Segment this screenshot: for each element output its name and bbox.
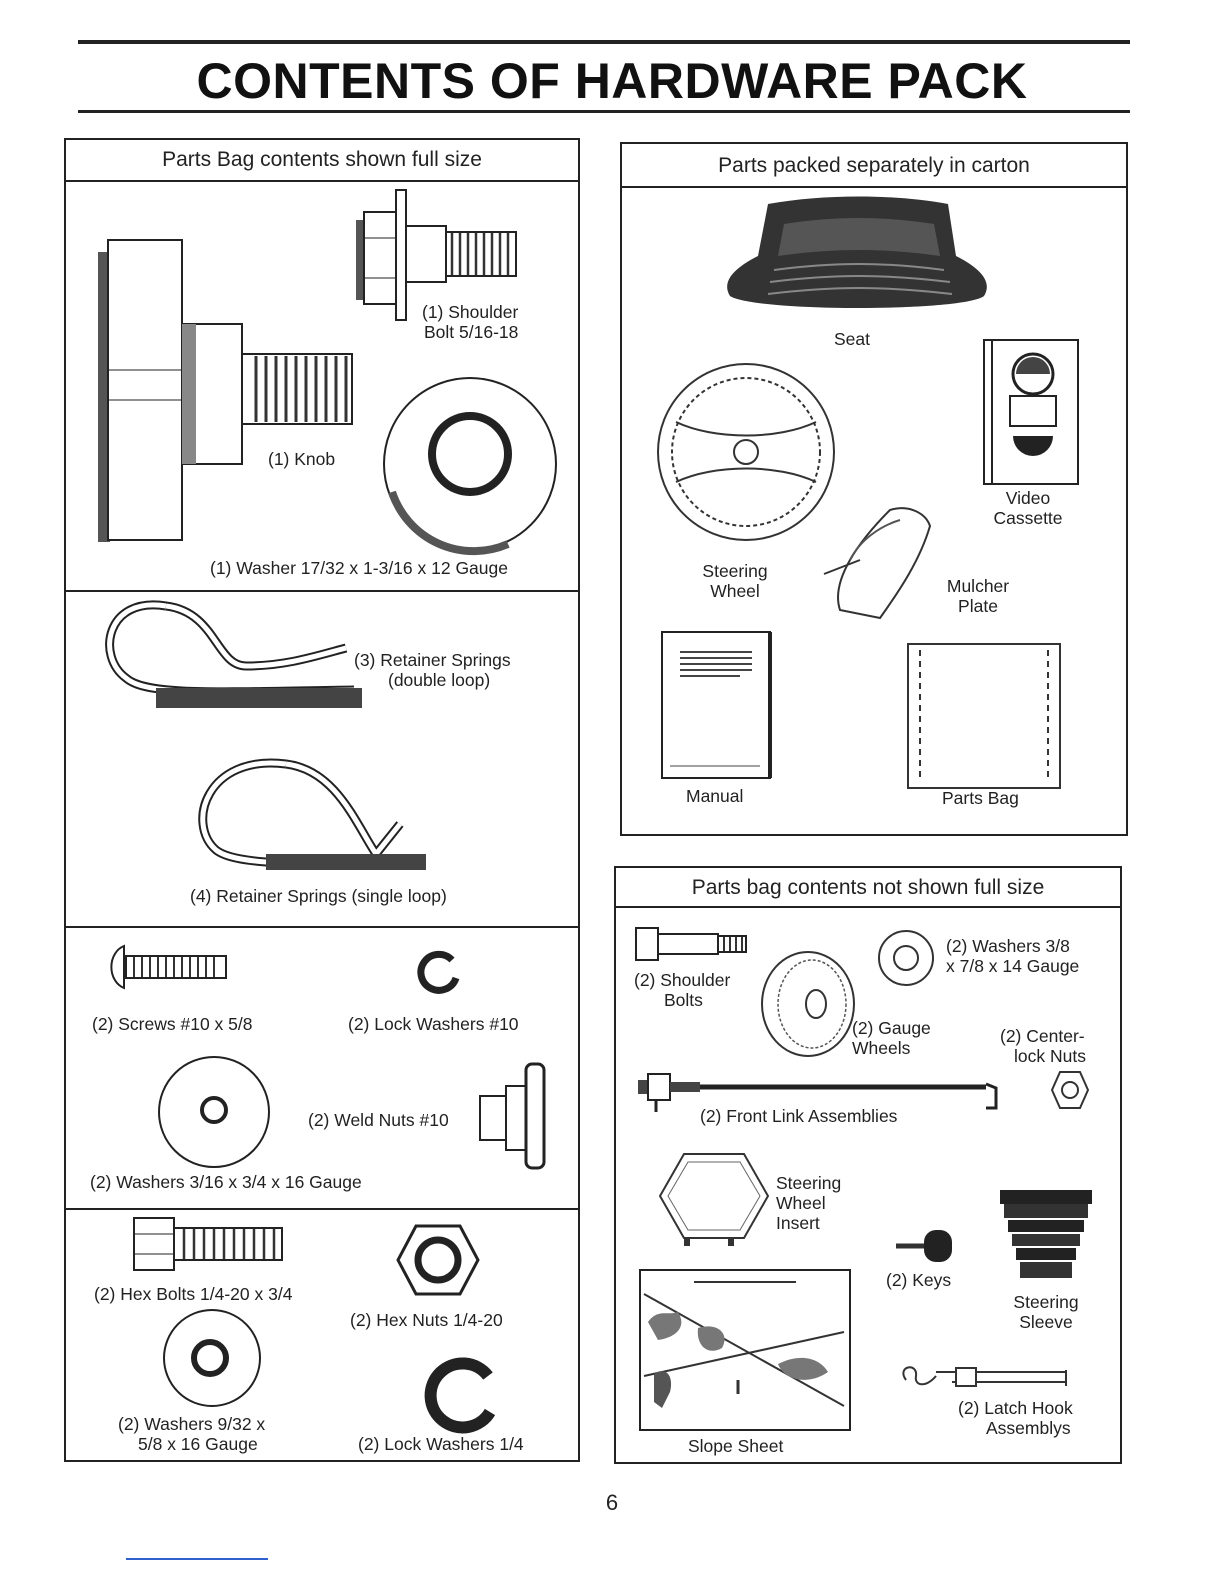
centerlock-label-2: lock Nuts bbox=[1014, 1046, 1086, 1066]
latch-hook-label-2: Assemblys bbox=[986, 1418, 1071, 1438]
shoulder-bolt-label-2: Bolt 5/16-18 bbox=[424, 322, 518, 342]
weld-nut-illustration bbox=[476, 1060, 552, 1172]
hex-nuts-label: (2) Hex Nuts 1/4-20 bbox=[350, 1310, 503, 1330]
shoulder-bolts-illustration bbox=[634, 926, 750, 962]
shoulder-bolts-label-1: (2) Shoulder bbox=[634, 970, 730, 990]
steering-wheel-label-1: Steering bbox=[690, 561, 780, 581]
title-bottom-rule bbox=[78, 110, 1130, 113]
knob-illustration bbox=[90, 230, 360, 550]
sw-insert-label-1: Steering bbox=[776, 1173, 841, 1193]
steering-sleeve-label-2: Sleeve bbox=[1000, 1312, 1092, 1332]
shoulder-bolts-label-2: Bolts bbox=[664, 990, 703, 1010]
slope-sheet-label: Slope Sheet bbox=[688, 1436, 783, 1456]
parts-bag-label: Parts Bag bbox=[942, 788, 1019, 808]
steering-wheel-label-2: Wheel bbox=[690, 581, 780, 601]
parts-bag-illustration bbox=[904, 640, 1064, 792]
washer-38-illustration bbox=[876, 928, 936, 988]
video-cassette-label-1: Video bbox=[980, 488, 1076, 508]
screws-label: (2) Screws #10 x 5/8 bbox=[92, 1014, 252, 1034]
right-bottom-panel-header: Parts bag contents not shown full size bbox=[616, 868, 1120, 908]
hex-nut-illustration bbox=[396, 1222, 480, 1298]
left-separator-2 bbox=[66, 926, 578, 928]
gauge-wheels-label-2: Wheels bbox=[852, 1038, 910, 1058]
screw-illustration bbox=[110, 942, 230, 992]
seat-illustration bbox=[714, 196, 1000, 316]
retainer-spring-single-illustration bbox=[186, 754, 436, 874]
washers-932-label-2: 5/8 x 16 Gauge bbox=[138, 1434, 258, 1454]
right-top-panel-header: Parts packed separately in carton bbox=[622, 144, 1126, 188]
washers-38-label-1: (2) Washers 3/8 bbox=[946, 936, 1070, 956]
hex-bolt-illustration bbox=[130, 1216, 286, 1272]
front-link-label: (2) Front Link Assemblies bbox=[700, 1106, 897, 1126]
manual-illustration bbox=[660, 630, 774, 782]
sw-insert-label-2: Wheel bbox=[776, 1193, 826, 1213]
page-title: CONTENTS OF HARDWARE PACK bbox=[0, 52, 1224, 110]
page-number: 6 bbox=[0, 1490, 1224, 1516]
mulcher-plate-label-2: Plate bbox=[934, 596, 1022, 616]
large-washer-label: (1) Washer 17/32 x 1-3/16 x 12 Gauge bbox=[210, 558, 508, 578]
shoulder-bolt-illustration bbox=[352, 186, 522, 316]
latch-hook-label-1: (2) Latch Hook bbox=[958, 1398, 1073, 1418]
left-panel-header: Parts Bag contents shown full size bbox=[66, 140, 578, 182]
lock-washers-14-label: (2) Lock Washers 1/4 bbox=[358, 1434, 524, 1454]
centerlock-label-1: (2) Center- bbox=[1000, 1026, 1085, 1046]
washers-316-label: (2) Washers 3/16 x 3/4 x 16 Gauge bbox=[90, 1172, 362, 1192]
retainer-double-label-1: (3) Retainer Springs bbox=[354, 650, 511, 670]
manual-label: Manual bbox=[686, 786, 743, 806]
title-top-rule bbox=[78, 40, 1130, 44]
left-separator-1 bbox=[66, 590, 578, 592]
steering-wheel-insert-illustration bbox=[656, 1150, 772, 1250]
keys-label: (2) Keys bbox=[886, 1270, 951, 1290]
retainer-double-label-2: (double loop) bbox=[388, 670, 490, 690]
latch-hook-illustration bbox=[896, 1362, 1070, 1396]
hex-bolts-label: (2) Hex Bolts 1/4-20 x 3/4 bbox=[94, 1284, 292, 1304]
retainer-spring-double-illustration bbox=[96, 596, 366, 716]
slope-sheet-illustration bbox=[638, 1268, 852, 1432]
shoulder-bolt-label-1: (1) Shoulder bbox=[422, 302, 518, 322]
weld-nuts-label: (2) Weld Nuts #10 bbox=[308, 1110, 449, 1130]
left-separator-3 bbox=[66, 1208, 578, 1210]
centerlock-nut-illustration bbox=[1050, 1070, 1090, 1110]
knob-label: (1) Knob bbox=[268, 449, 335, 469]
mulcher-plate-label-1: Mulcher bbox=[934, 576, 1022, 596]
video-cassette-label-2: Cassette bbox=[980, 508, 1076, 528]
retainer-single-label: (4) Retainer Springs (single loop) bbox=[190, 886, 447, 906]
mulcher-plate-illustration bbox=[820, 500, 940, 624]
lock-washer-14-illustration bbox=[424, 1354, 508, 1438]
video-cassette-illustration bbox=[980, 338, 1080, 488]
large-washer-illustration bbox=[378, 372, 560, 554]
sw-insert-label-3: Insert bbox=[776, 1213, 820, 1233]
gauge-wheels-label-1: (2) Gauge bbox=[852, 1018, 931, 1038]
washer-316-illustration bbox=[156, 1054, 272, 1170]
keys-illustration bbox=[892, 1224, 956, 1268]
steering-wheel-illustration bbox=[654, 360, 838, 544]
gauge-wheel-illustration bbox=[756, 950, 860, 1060]
washers-38-label-2: x 7/8 x 14 Gauge bbox=[946, 956, 1079, 976]
washers-932-label-1: (2) Washers 9/32 x bbox=[118, 1414, 265, 1434]
steering-sleeve-illustration bbox=[998, 1188, 1094, 1284]
lock-washer-10-illustration bbox=[418, 948, 462, 998]
seat-label: Seat bbox=[834, 329, 870, 349]
steering-sleeve-label-1: Steering bbox=[1000, 1292, 1092, 1312]
lock-washers-10-label: (2) Lock Washers #10 bbox=[348, 1014, 519, 1034]
footer-link-underline bbox=[126, 1558, 268, 1560]
washer-932-illustration bbox=[160, 1306, 264, 1410]
